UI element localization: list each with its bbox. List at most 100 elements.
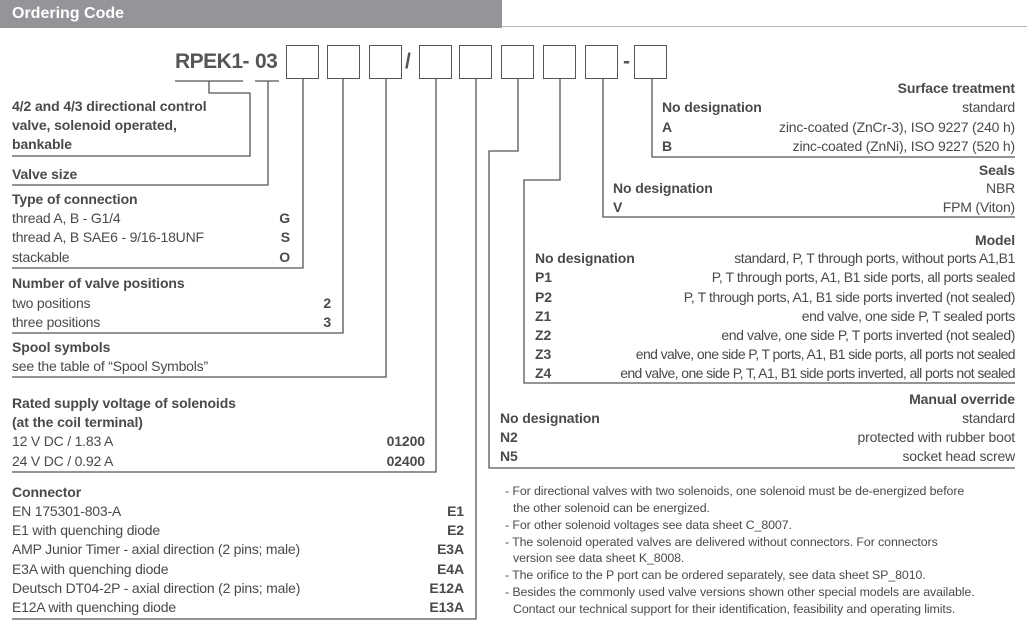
override-code: No designation	[500, 410, 600, 426]
code-box-connector	[459, 45, 492, 79]
connection-title: Type of connection	[12, 191, 138, 207]
code-slash: /	[405, 50, 411, 73]
positions-code: 3	[323, 314, 331, 330]
connection-code: G	[279, 210, 290, 226]
connector-label: EN 175301-803-A	[12, 503, 122, 519]
seals-label: FPM (Viton)	[942, 199, 1015, 215]
note-line: version see data sheet K_8008.	[513, 551, 685, 565]
model-label: end valve, one side P, T, A1, B1 side po…	[620, 365, 1015, 381]
positions-code: 2	[323, 295, 331, 311]
line-voltage	[12, 79, 437, 473]
surface-code: A	[662, 119, 673, 135]
override-title: Manual override	[909, 391, 1015, 407]
model-code: No designation	[535, 250, 635, 266]
connector-code: E13A	[429, 599, 464, 615]
surface-label: zinc-coated (ZnCr-3), ISO 9227 (240 h)	[779, 119, 1015, 135]
line-description	[12, 81, 251, 157]
code-box-override	[501, 45, 534, 79]
voltage-label: 12 V DC / 1.83 A	[12, 433, 114, 449]
override-label: standard	[962, 410, 1015, 426]
model-label: P, T through ports, A1, B1 side ports in…	[683, 289, 1016, 305]
surface-title: Surface treatment	[897, 80, 1015, 96]
seals-label: NBR	[986, 180, 1015, 196]
override-label: socket head screw	[902, 448, 1015, 464]
section-title: Ordering Code	[12, 5, 125, 22]
note-line: - The solenoid operated valves are deliv…	[505, 535, 938, 549]
model-code: Z1	[535, 308, 552, 324]
code-box-connection	[286, 45, 319, 79]
spool-text: see the table of “Spool Symbols”	[12, 358, 208, 374]
line-seals	[602, 79, 1015, 218]
code-size: 03	[255, 50, 278, 73]
model-code: P1	[535, 269, 552, 285]
description-line: bankable	[12, 136, 72, 152]
note-line: the other solenoid can be energized.	[513, 501, 710, 515]
header-divider	[502, 26, 1027, 27]
connector-code: E12A	[429, 580, 464, 596]
note-line: Contact our technical support for their …	[513, 602, 956, 616]
connector-code: E2	[447, 522, 464, 538]
model-label: P, T through ports, A1, B1 side ports, a…	[711, 269, 1016, 285]
voltage-title: Rated supply voltage of solenoids	[12, 395, 236, 411]
note-line: - For directional valves with two soleno…	[505, 484, 965, 498]
model-code: Z3	[535, 346, 552, 362]
surface-code: No designation	[662, 99, 762, 115]
override-code: N2	[500, 429, 518, 445]
note-line: - Besides the commonly used valve versio…	[505, 585, 975, 599]
model-code: Z4	[535, 365, 552, 381]
positions-label: two positions	[12, 295, 91, 311]
line-model	[523, 79, 1015, 384]
line-positions	[12, 79, 344, 334]
connection-label: thread A, B SAE6 - 9/16-18UNF	[12, 229, 204, 245]
model-title: Model	[975, 232, 1015, 248]
section-header: Ordering Code	[0, 0, 502, 28]
code-box-voltage	[419, 45, 452, 79]
connector-code: E1	[447, 503, 464, 519]
code-box-seals	[585, 45, 618, 79]
model-code: P2	[535, 289, 552, 305]
connector-title: Connector	[12, 484, 82, 500]
override-code: N5	[500, 448, 518, 464]
connection-label: stackable	[12, 249, 70, 265]
code-box-surface	[634, 45, 667, 79]
seals-code: No designation	[613, 180, 713, 196]
connector-label: E12A with quenching diode	[12, 599, 176, 615]
line-surface	[651, 79, 1015, 158]
connector-code: E3A	[437, 541, 464, 557]
connector-label: AMP Junior Timer - axial direction (2 pi…	[12, 541, 300, 557]
connection-code: S	[280, 229, 290, 245]
code-prefix: RPEK1-	[175, 50, 250, 73]
line-spool	[12, 79, 387, 378]
line-connection	[12, 79, 304, 269]
voltage-code: 02400	[386, 453, 426, 469]
model-label: end valve, one side P, T ports, A1, B1 s…	[635, 346, 1016, 362]
line-valve-size	[12, 81, 269, 186]
code-box-model	[543, 45, 576, 79]
model-label: standard, P, T through ports, without po…	[734, 250, 1015, 266]
model-label: end valve, one side P, T ports inverted …	[721, 327, 1015, 343]
seals-code: V	[613, 199, 623, 215]
seals-title: Seals	[978, 162, 1015, 178]
connector-label: E3A with quenching diode	[12, 561, 169, 577]
description-line: valve, solenoid operated,	[12, 117, 177, 133]
connector-label: E1 with quenching diode	[12, 522, 160, 538]
positions-label: three positions	[12, 314, 101, 330]
voltage-label: 24 V DC / 0.92 A	[12, 453, 114, 469]
line-connector	[12, 79, 477, 620]
connector-label: Deutsch DT04-2P - axial direction (2 pin…	[12, 580, 301, 596]
connection-label: thread A, B - G1/4	[12, 210, 121, 226]
line-override	[488, 79, 1015, 469]
code-box-spool	[369, 45, 402, 79]
surface-label: standard	[962, 99, 1015, 115]
positions-title: Number of valve positions	[12, 275, 185, 291]
voltage-title: (at the coil terminal)	[12, 414, 143, 430]
model-code: Z2	[535, 327, 552, 343]
note-line: - For other solenoid voltages see data s…	[505, 518, 792, 532]
description-line: 4/2 and 4/3 directional control	[12, 98, 207, 114]
valve-size-title: Valve size	[12, 166, 78, 182]
spool-title: Spool symbols	[12, 339, 111, 355]
connector-code: E4A	[437, 561, 464, 577]
override-label: protected with rubber boot	[857, 429, 1016, 445]
surface-code: B	[662, 138, 673, 154]
